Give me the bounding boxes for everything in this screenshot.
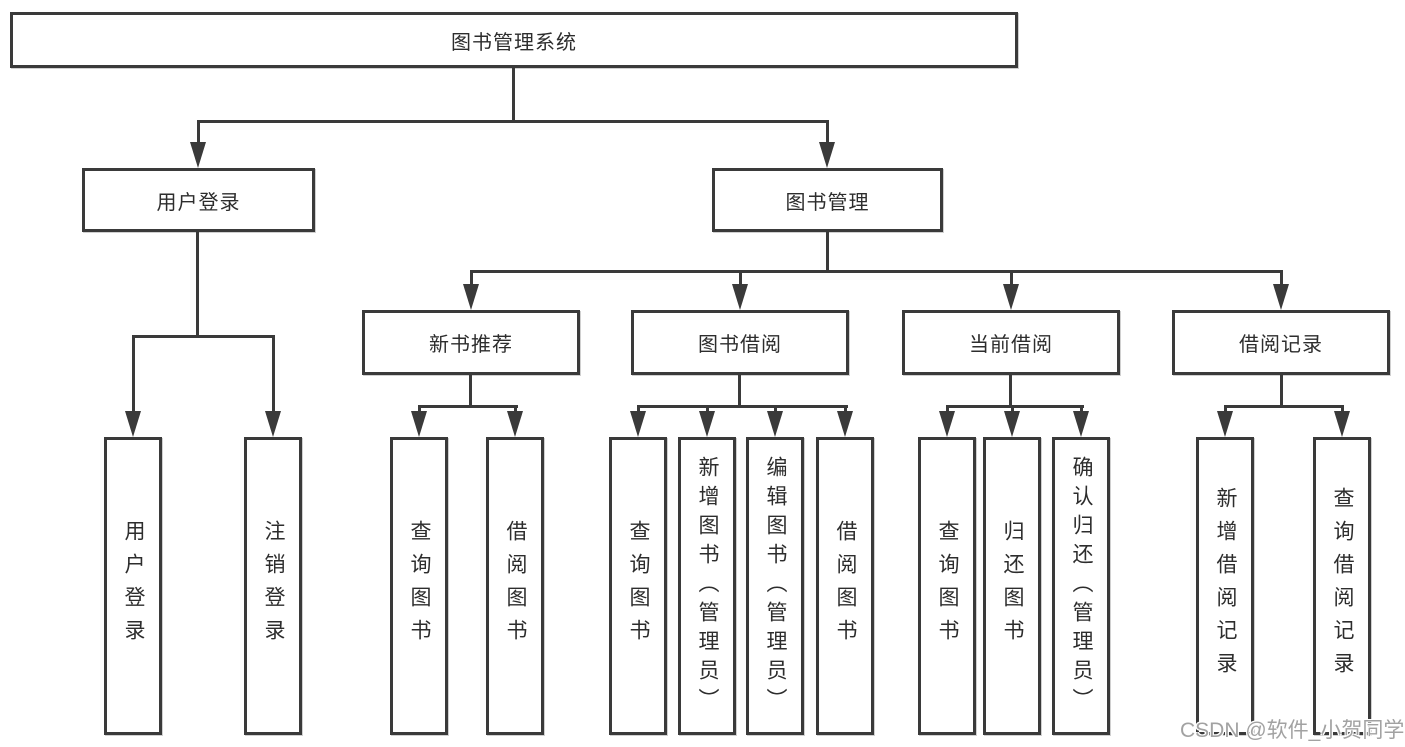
connector-level1-bar [197,120,829,123]
node-borrowing-records: 借阅记录 [1172,310,1390,375]
connector-book-borrow-bar [637,405,848,408]
arrow-book-borrow [732,284,748,310]
connector-drop-new-book [470,270,473,286]
connector-drop-bb-borrow [844,405,847,414]
connector-drop-br-query [1341,405,1344,414]
connector-book-management-stem [826,232,829,273]
arrow-user-login [190,142,206,168]
node-new-book-recommend: 新书推荐 [362,310,580,375]
leaf-bb-query-books-label: 查询图书 [627,520,650,652]
arrow-bb-add [699,411,715,437]
connector-drop-cb-query [946,405,949,414]
leaf-nb-borrow-books: 借阅图书 [486,437,544,735]
arrow-br-add [1217,411,1233,437]
leaf-br-add-record-label: 新增借阅记录 [1214,487,1237,685]
leaf-bb-add-book-admin: 新增图书（管理员） [678,437,736,735]
csdn-watermark: CSDN @软件_小贺同学 [1180,719,1405,742]
node-user-login: 用户登录 [82,168,315,232]
connector-drop-cb-confirm [1080,405,1083,414]
connector-drop-bb-add [706,405,709,414]
connector-new-book-bar [418,405,518,408]
connector-current-borrow-bar [946,405,1084,408]
arrow-cb-return [1004,411,1020,437]
leaf-nb-query-books-label: 查询图书 [408,520,431,652]
connector-drop-book-management [826,120,829,146]
connector-drop-br-add [1224,405,1227,414]
arrow-nb-query [411,411,427,437]
leaf-logout: 注销登录 [244,437,302,735]
arrow-br-query [1334,411,1350,437]
arrow-leaf-login [125,411,141,437]
arrow-bb-query [630,411,646,437]
leaf-bb-query-books: 查询图书 [609,437,667,735]
connector-drop-user-login [197,120,200,146]
leaf-br-add-record: 新增借阅记录 [1196,437,1254,735]
leaf-br-query-record-label: 查询借阅记录 [1331,487,1354,685]
leaf-bb-borrow-books-label: 借阅图书 [834,520,857,652]
arrow-nb-borrow [507,411,523,437]
connector-user-login-stem [196,232,199,338]
connector-drop-leaf-login [132,335,135,414]
arrow-leaf-logout [265,411,281,437]
node-book-borrowing: 图书借阅 [631,310,849,375]
leaf-cb-confirm-return-admin: 确认归还（管理员） [1052,437,1110,735]
connector-borrow-record-stem [1280,375,1283,408]
connector-drop-nb-borrow [514,405,517,414]
connector-drop-leaf-logout [272,335,275,414]
leaf-cb-query-books: 查询图书 [918,437,976,735]
leaf-cb-confirm-return-admin-label: 确认归还（管理员） [1070,455,1093,717]
connector-borrow-record-bar [1224,405,1344,408]
connector-drop-bb-query [637,405,640,414]
leaf-cb-return-books: 归还图书 [983,437,1041,735]
connector-drop-book-borrow [739,270,742,286]
connector-current-borrow-stem [1009,375,1012,408]
arrow-current-borrow [1003,284,1019,310]
node-current-borrowing: 当前借阅 [902,310,1120,375]
connector-drop-borrow-record [1280,270,1283,286]
leaf-nb-query-books: 查询图书 [390,437,448,735]
node-book-management: 图书管理 [712,168,943,232]
arrow-cb-query [939,411,955,437]
leaf-br-query-record: 查询借阅记录 [1313,437,1371,735]
leaf-bb-edit-book-admin-label: 编辑图书（管理员） [764,455,787,717]
leaf-bb-add-book-admin-label: 新增图书（管理员） [696,455,719,717]
connector-user-login-bar [132,335,274,338]
connector-book-borrow-stem [738,375,741,408]
arrow-borrow-record [1273,284,1289,310]
leaf-cb-return-books-label: 归还图书 [1001,520,1024,652]
arrow-bb-borrow [837,411,853,437]
leaf-cb-query-books-label: 查询图书 [936,520,959,652]
connector-drop-cb-return [1011,405,1014,414]
connector-level3-bar [470,270,1282,273]
arrow-book-management [819,142,835,168]
leaf-user-login: 用户登录 [104,437,162,735]
connector-root-stem [512,68,515,123]
leaf-bb-edit-book-admin: 编辑图书（管理员） [746,437,804,735]
arrow-cb-confirm [1073,411,1089,437]
connector-drop-current-borrow [1010,270,1013,286]
leaf-user-login-label: 用户登录 [122,520,145,652]
connector-new-book-stem [469,375,472,408]
leaf-bb-borrow-books: 借阅图书 [816,437,874,735]
connector-drop-bb-edit [774,405,777,414]
node-library-management-system: 图书管理系统 [10,12,1018,68]
arrow-new-book [463,284,479,310]
arrow-bb-edit [767,411,783,437]
leaf-nb-borrow-books-label: 借阅图书 [504,520,527,652]
connector-drop-nb-query [418,405,421,414]
leaf-logout-label: 注销登录 [262,520,285,652]
